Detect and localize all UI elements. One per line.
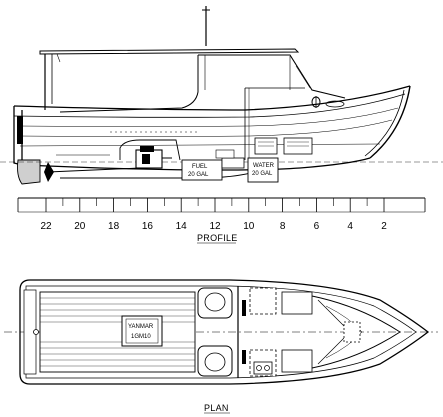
forehatch [343, 321, 361, 343]
plan-view: YANMAR 1GM10 PLAN [4, 279, 438, 414]
water-tank: WATER 20 GAL [247, 157, 279, 183]
station-label: 22 [40, 221, 52, 232]
station-label: 8 [280, 221, 286, 232]
stove-icon [253, 361, 273, 375]
fuel-tank-capacity: 20 GAL [188, 172, 209, 178]
station-ticks [17, 198, 426, 212]
station-label: 4 [347, 221, 353, 232]
engine-profile [135, 146, 172, 169]
station-scale: 22 20 18 16 14 12 10 8 6 4 2 PROFILE [17, 197, 426, 244]
water-tank-label: WATER [253, 163, 275, 169]
cockpit-sole [39, 291, 196, 373]
station-label: 2 [381, 221, 387, 232]
stem [369, 85, 411, 159]
station-label: 6 [314, 221, 320, 232]
water-tank-capacity: 20 GAL [252, 171, 273, 177]
engine-hatch: YANMAR 1GM10 [121, 315, 163, 347]
engine-model: 1GM10 [131, 334, 151, 340]
plan-hull-outline [19, 279, 430, 385]
engine-brand: YANMAR [128, 324, 154, 330]
fuel-tank-label: FUEL [192, 164, 208, 170]
rudder [17, 159, 41, 185]
profile-caption: PROFILE [197, 233, 238, 243]
helm-seat-port [197, 287, 233, 319]
station-label: 20 [74, 221, 86, 232]
station-label: 18 [108, 221, 120, 232]
prop-shaft [47, 167, 141, 173]
station-label: 16 [142, 221, 154, 232]
v-berth [311, 295, 401, 369]
propeller [44, 162, 54, 182]
profile-interior: FUEL 20 GAL WATER 20 GAL [56, 131, 313, 183]
plan-caption: PLAN [204, 403, 229, 413]
helm-seat-starboard [197, 345, 233, 377]
station-labels: 22 20 18 16 14 12 10 8 6 4 2 [40, 221, 387, 232]
sheer-line [13, 85, 411, 111]
fuel-tank: FUEL 20 GAL [181, 159, 223, 181]
canopy [39, 48, 300, 110]
station-label: 10 [243, 221, 255, 232]
station-label: 12 [209, 221, 221, 232]
station-label: 14 [176, 221, 188, 232]
rudder-post-icon [33, 329, 39, 335]
profile-view: FUEL 20 GAL WATER 20 GAL [0, 6, 443, 185]
